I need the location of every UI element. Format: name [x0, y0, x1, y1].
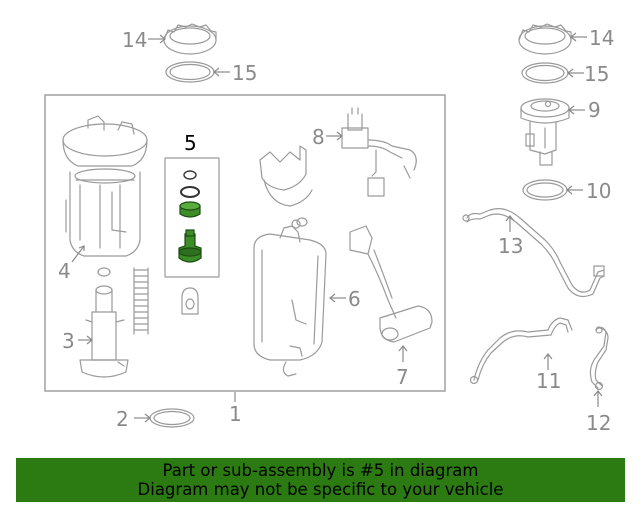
callout-14-left: 14: [122, 28, 147, 52]
callout-6: 6: [348, 287, 361, 311]
part-14-right-lock-ring[interactable]: [518, 23, 572, 55]
part-2-gasket[interactable]: [149, 408, 195, 428]
bracket[interactable]: [259, 145, 313, 227]
part-11-tube[interactable]: [469, 317, 573, 385]
part-12-tube[interactable]: [589, 326, 609, 391]
callout-14-right: 14: [589, 26, 614, 50]
banner-background: [16, 458, 625, 502]
callout-10: 10: [586, 179, 611, 203]
callout-15-right: 15: [584, 62, 609, 86]
callout-8: 8: [312, 125, 325, 149]
banner-line-2: Diagram may not be specific to your vehi…: [137, 480, 504, 499]
callout-5: 5: [184, 131, 197, 155]
callout-7: 7: [396, 365, 409, 389]
callout-2: 2: [116, 407, 129, 431]
part-4-pump-module[interactable]: [62, 115, 148, 257]
callout-13: 13: [498, 234, 523, 258]
part-5-valve-kit[interactable]: [164, 157, 220, 278]
part-6-reservoir[interactable]: [253, 219, 327, 377]
callout-4: 4: [58, 259, 71, 283]
part-14-left-lock-ring[interactable]: [163, 23, 217, 55]
small-o-ring[interactable]: [97, 267, 111, 277]
part-7-level-sender[interactable]: [349, 225, 433, 343]
part-10-gasket[interactable]: [522, 179, 568, 201]
banner-line-1: Part or sub-assembly is #5 in diagram: [162, 461, 479, 480]
part-3-fuel-pump[interactable]: [79, 285, 129, 378]
callout-3: 3: [62, 329, 75, 353]
callout-1: 1: [229, 402, 242, 426]
callout-11: 11: [536, 369, 561, 393]
part-9-sender-unit[interactable]: [520, 98, 570, 166]
valve-housing[interactable]: [181, 287, 199, 315]
part-8-harness[interactable]: [341, 107, 417, 197]
assembly-frame: [44, 94, 446, 392]
callout-9: 9: [588, 98, 601, 122]
callout-12: 12: [586, 411, 611, 435]
part-13-tube[interactable]: [462, 208, 605, 298]
callout-15-left: 15: [232, 61, 257, 85]
part-15-right-gasket[interactable]: [521, 62, 569, 84]
info-banner: Part or sub-assembly is #5 in diagram Di…: [16, 458, 625, 502]
part-15-left-gasket[interactable]: [165, 61, 215, 83]
spring[interactable]: [133, 267, 149, 335]
